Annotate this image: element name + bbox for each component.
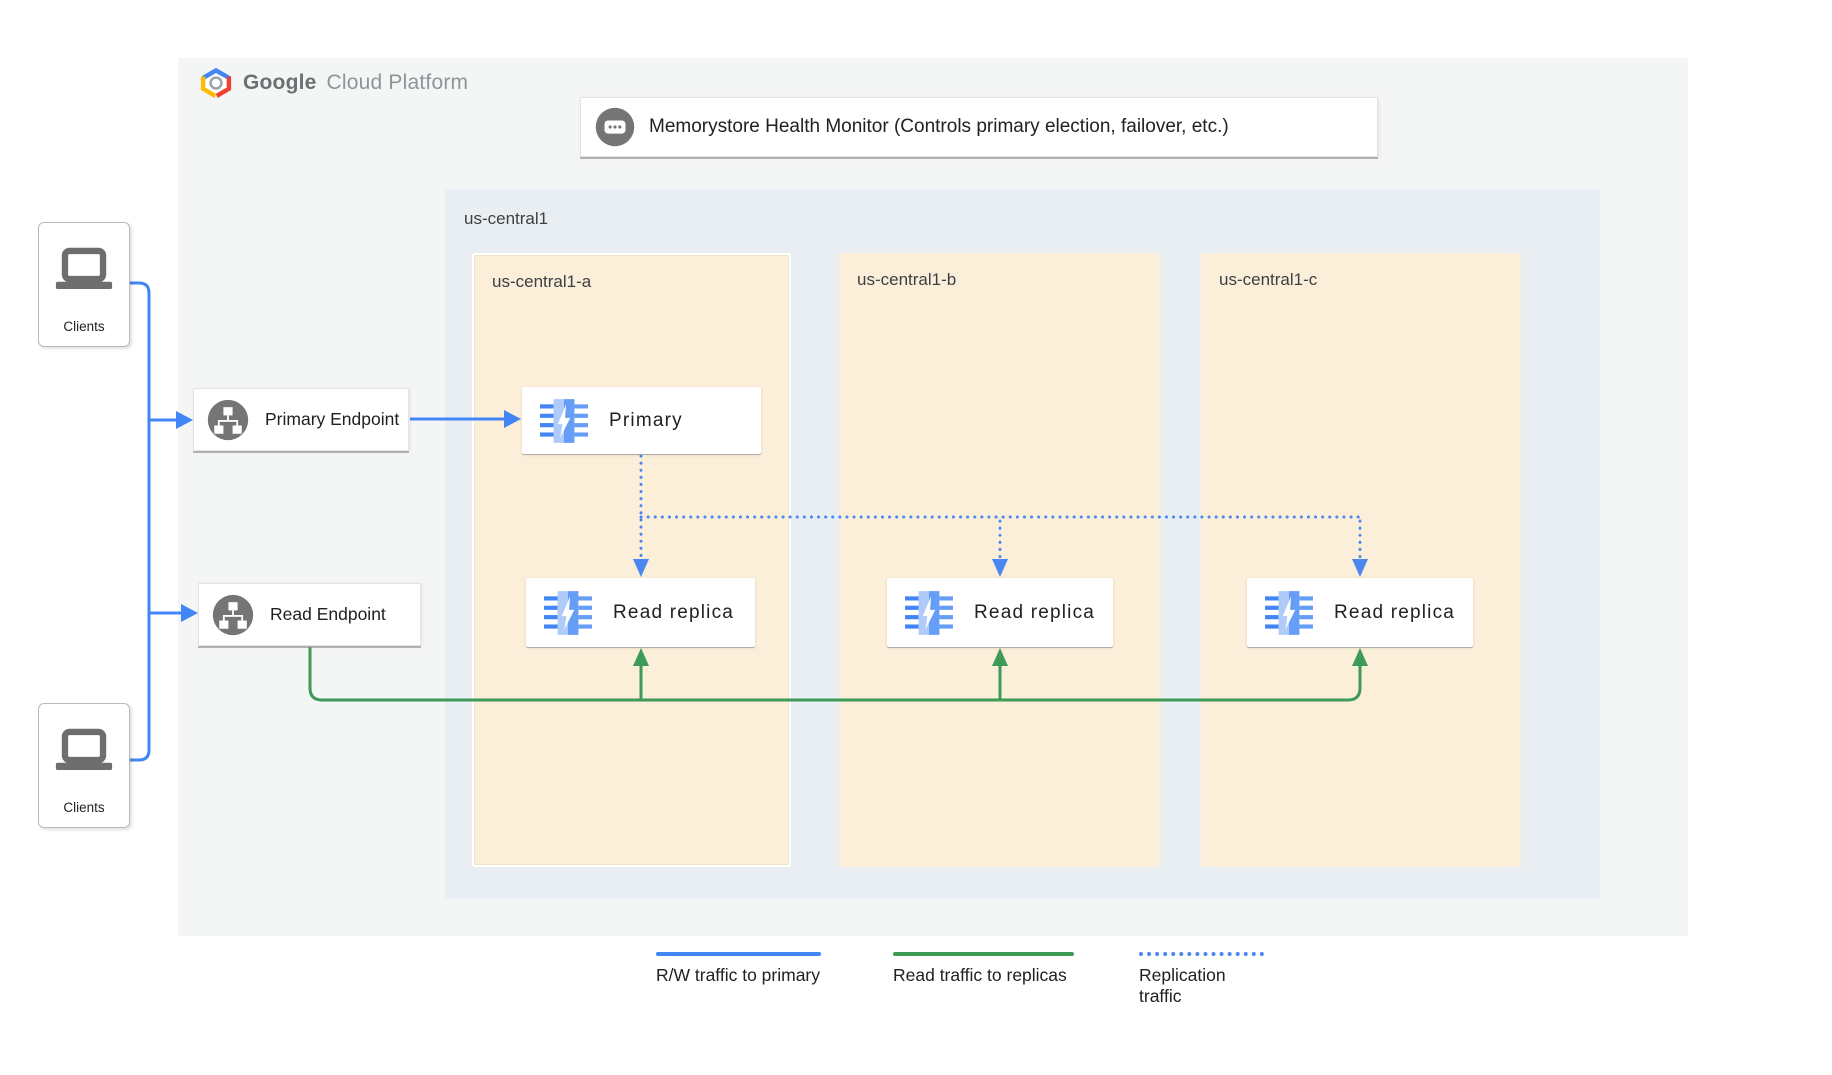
zone-us-central1-a: us-central1-a bbox=[472, 253, 791, 867]
memorystore-icon bbox=[544, 590, 592, 635]
clients-label: Clients bbox=[63, 800, 105, 815]
clients-box-bottom: Clients bbox=[38, 703, 130, 828]
zone-c-label: us-central1-c bbox=[1219, 270, 1318, 289]
gcp-logo-suffix: Cloud Platform bbox=[326, 71, 469, 94]
laptop-icon bbox=[55, 728, 113, 771]
read-replica-c-box: Read replica bbox=[1247, 578, 1473, 647]
gcp-hexagon-icon bbox=[200, 68, 232, 98]
read-replica-b-box: Read replica bbox=[887, 578, 1113, 647]
laptop-icon bbox=[55, 247, 113, 290]
legend-item-read-traffic: Read traffic to replicas bbox=[893, 952, 1074, 986]
network-endpoint-icon bbox=[212, 594, 254, 635]
legend-label: Replication traffic bbox=[1139, 965, 1226, 1006]
zone-a-label: us-central1-a bbox=[492, 272, 592, 291]
health-monitor-label: Memorystore Health Monitor (Controls pri… bbox=[649, 116, 1229, 137]
chat-dots-icon bbox=[595, 107, 635, 147]
network-endpoint-icon bbox=[207, 399, 249, 440]
clients-box-top: Clients bbox=[38, 222, 130, 347]
health-monitor-box: Memorystore Health Monitor (Controls pri… bbox=[580, 97, 1378, 157]
legend-label: Read traffic to replicas bbox=[893, 965, 1067, 985]
legend-item-replication-traffic: Replication traffic bbox=[1139, 952, 1264, 1007]
region-label: us-central1 bbox=[464, 209, 549, 228]
read-endpoint-box: Read Endpoint bbox=[198, 583, 421, 646]
memorystore-icon bbox=[540, 398, 588, 443]
legend-green-solid-line bbox=[893, 952, 1074, 956]
read-replica-a-box: Read replica bbox=[526, 578, 755, 647]
gcp-logo: Google Cloud Platform bbox=[199, 68, 468, 98]
legend-label: R/W traffic to primary bbox=[656, 965, 821, 985]
legend-blue-dotted-line bbox=[1139, 952, 1264, 956]
legend-blue-solid-line bbox=[656, 952, 821, 956]
read-replica-c-label: Read replica bbox=[1334, 601, 1456, 623]
clients-label: Clients bbox=[63, 319, 105, 334]
read-replica-b-label: Read replica bbox=[974, 601, 1096, 623]
read-endpoint-label: Read Endpoint bbox=[270, 604, 386, 624]
primary-node-label: Primary bbox=[609, 409, 683, 431]
memorystore-icon bbox=[905, 590, 953, 635]
gcp-logo-brand: Google bbox=[243, 71, 317, 94]
primary-endpoint-box: Primary Endpoint bbox=[193, 388, 409, 451]
zone-b-label: us-central1-b bbox=[857, 270, 957, 289]
legend-item-rw-traffic: R/W traffic to primary bbox=[656, 952, 821, 986]
read-replica-a-label: Read replica bbox=[613, 601, 735, 623]
primary-node-box: Primary bbox=[522, 387, 761, 454]
memorystore-icon bbox=[1265, 590, 1313, 635]
zone-us-central1-b: us-central1-b bbox=[839, 253, 1160, 867]
zone-us-central1-c: us-central1-c bbox=[1201, 253, 1521, 867]
client-trunk-line bbox=[130, 281, 151, 762]
primary-endpoint-label: Primary Endpoint bbox=[265, 409, 400, 429]
